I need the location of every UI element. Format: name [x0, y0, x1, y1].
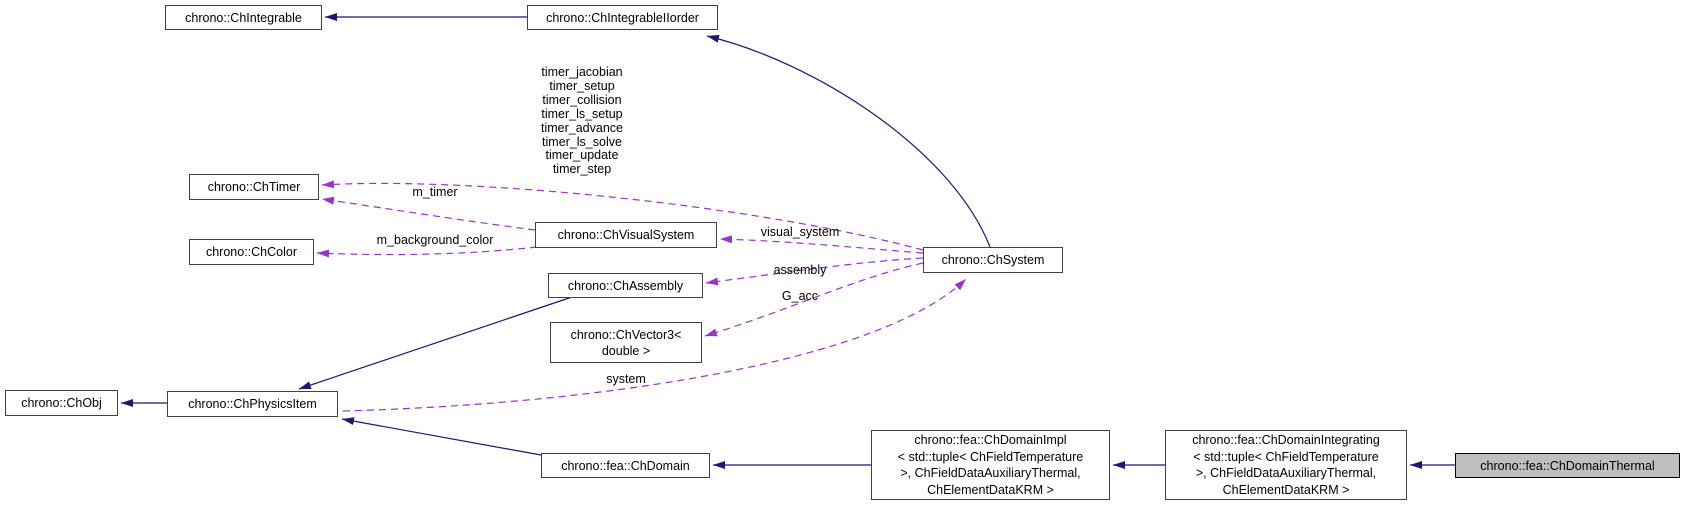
node-chassembly[interactable]: chrono::ChAssembly	[548, 273, 703, 298]
node-label-line: ChElementDataKRM >	[927, 482, 1054, 497]
node-label: chrono::fea::ChDomainThermal	[1480, 458, 1655, 473]
edge-system-assembly	[705, 257, 924, 286]
edge-system-timers-to-chtimer	[321, 180, 924, 251]
edge-label-line: timer_ls_solve	[542, 134, 622, 149]
edge-label-g-acc: G_acc	[781, 289, 819, 303]
edge-label-visual-system: visual_system	[760, 225, 840, 239]
edge-label-line: timer_update	[545, 148, 619, 163]
edge-label-m-background-color: m_background_color	[376, 233, 494, 247]
node-chvector3[interactable]: chrono::ChVector3< double >	[550, 322, 702, 363]
edge-physicsitem-system-to-chsystem	[342, 278, 967, 412]
node-label-line: chrono::fea::ChDomainIntegrating	[1192, 433, 1380, 447]
edge-label-line: timer_setup	[549, 78, 615, 93]
edge-assembly-to-physicsitem	[298, 296, 573, 390]
edge-label-line: timer_advance	[541, 120, 623, 135]
node-label: chrono::ChSystem	[941, 253, 1045, 267]
node-chtimer[interactable]: chrono::ChTimer	[189, 174, 319, 200]
node-label-line: chrono::fea::ChDomainImpl	[914, 433, 1067, 447]
node-label: chrono::fea::ChDomain	[561, 458, 690, 473]
edge-label-system-timers: timer_jacobian timer_setup timer_collisi…	[500, 65, 664, 177]
node-chdomainintegrating[interactable]: chrono::fea::ChDomainIntegrating < std::…	[1165, 430, 1407, 500]
node-chphysicsitem[interactable]: chrono::ChPhysicsItem	[167, 391, 338, 417]
node-label-line: >, ChFieldDataAuxiliaryThermal,	[1195, 466, 1377, 480]
edge-system-gacc-to-vector3	[704, 262, 924, 337]
node-label: chrono::ChColor	[205, 245, 297, 259]
usage-edges	[316, 180, 967, 412]
node-label: chrono::ChPhysicsItem	[188, 397, 317, 411]
node-chsystem[interactable]: chrono::ChSystem	[923, 247, 1063, 273]
node-label-line: >, ChFieldDataAuxiliaryThermal,	[900, 466, 1081, 480]
edge-system-to-iiorder	[706, 34, 991, 248]
edge-label-line: timer_jacobian	[541, 65, 623, 79]
node-chvisualsystem[interactable]: chrono::ChVisualSystem	[535, 222, 717, 248]
edge-label-line: timer_ls_setup	[541, 106, 623, 121]
node-chdomain[interactable]: chrono::fea::ChDomain	[541, 453, 710, 478]
edge-label-system: system	[606, 372, 646, 386]
edge-label-m-timer: m_timer	[412, 185, 458, 199]
node-label-line: double >	[601, 343, 651, 358]
node-label-line: < std::tuple< ChFieldTemperature	[1193, 449, 1379, 464]
edge-visualsystem-mtimer-to-chtimer	[321, 196, 536, 231]
node-chobj[interactable]: chrono::ChObj	[5, 390, 118, 416]
edge-system-visualsystem	[719, 235, 924, 254]
node-chintegrableiiorder[interactable]: chrono::ChIntegrableIIorder	[527, 5, 718, 30]
node-label: chrono::ChObj	[21, 396, 102, 410]
node-label-line: < std::tuple< ChFieldTemperature	[897, 449, 1084, 464]
edge-label-line: timer_step	[552, 162, 612, 177]
node-chdomainimpl[interactable]: chrono::fea::ChDomainImpl < std::tuple< …	[871, 430, 1110, 500]
node-label: chrono::ChTimer	[207, 180, 301, 194]
node-label: chrono::ChVisualSystem	[557, 228, 695, 242]
node-label-line: ChElementDataKRM >	[1222, 482, 1350, 497]
edge-visualsystem-background-to-chcolor	[316, 246, 538, 258]
node-chintegrable[interactable]: chrono::ChIntegrable	[165, 5, 322, 30]
edge-domain-to-physicsitem	[341, 417, 542, 456]
node-label-line: chrono::ChVector3<	[570, 327, 682, 342]
inheritance-edges	[121, 13, 1455, 469]
node-label: chrono::ChIntegrableIIorder	[546, 10, 699, 25]
edge-label-line: timer_collision	[542, 92, 622, 107]
node-label: chrono::ChIntegrable	[185, 10, 302, 25]
node-chcolor[interactable]: chrono::ChColor	[189, 239, 314, 265]
edge-label-assembly: assembly	[773, 263, 827, 277]
node-chdomainthermal-current: chrono::fea::ChDomainThermal	[1455, 453, 1680, 478]
node-label: chrono::ChAssembly	[567, 278, 684, 293]
